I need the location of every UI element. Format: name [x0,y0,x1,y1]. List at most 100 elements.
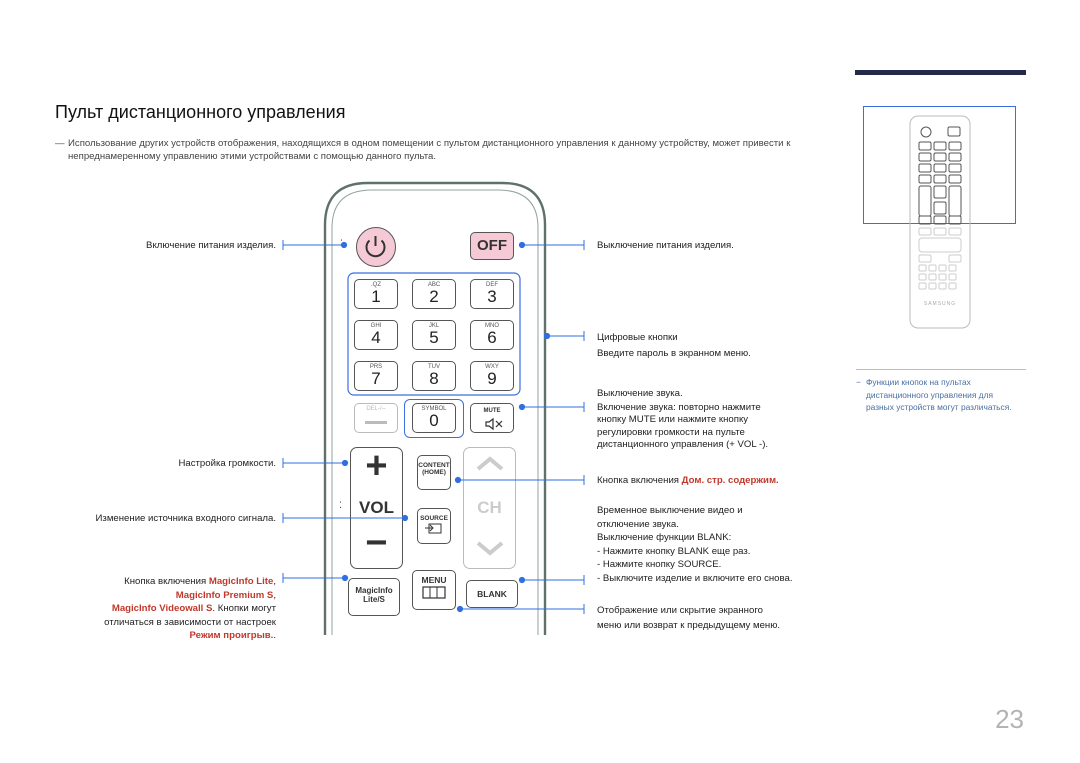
blank-desc-1: Временное выключение видео и [597,505,743,516]
key-8-letters: TUV [428,364,440,370]
magicinfo-comma-1: , [273,576,276,587]
key-8-digit: 8 [429,369,439,388]
ir-dots: ⁚ [340,238,343,248]
key-1-letters: .QZ [371,282,381,288]
blank-button[interactable]: BLANK [466,580,518,608]
mute-desc-4: регулировки громкости на пульте [597,426,745,438]
label-power-off: Выключение питания изделия. [597,240,734,251]
menu-icon [422,586,446,599]
key-4-digit: 4 [371,328,381,347]
magicinfo-lite: MagicInfo Lite [208,576,274,587]
magicinfo-videowall: MagicInfo Videowall S [111,603,213,614]
channel-rocker[interactable]: CH [463,447,516,569]
label-volume: Настройка громкости. [178,458,276,469]
off-button[interactable]: OFF [470,232,514,260]
label-home: Кнопка включения Дом. стр. содержим. [597,474,779,487]
playmode: Режим проигрыв. [189,630,274,641]
label-magicinfo: Кнопка включения MagicInfo Lite, MagicIn… [40,575,276,643]
mute-desc-1: Выключение звука. [597,388,683,399]
side-note-text: Функции кнопок на пультах дистанционного… [866,377,1012,412]
volume-rocker[interactable]: + VOL − [350,445,403,569]
blank-desc-5: - Нажмите кнопку SOURCE. [597,559,722,571]
key-7-letters: PRS [369,364,383,370]
samsung-logo: SAMSUNG [924,301,956,307]
side-separator [856,369,1026,370]
volume-down-icon[interactable]: − [365,522,388,564]
magicinfo-comma-2: , [273,589,276,601]
side-note: − Функции кнопок на пультах дистанционно… [856,376,1016,414]
menu-button[interactable]: MENU [412,570,456,610]
key-3-digit: 3 [487,287,497,306]
power-button[interactable] [356,227,396,267]
playmode-dot: . [273,630,276,641]
label-power-on: Включение питания изделия. [146,240,276,251]
key-5-digit: 5 [429,328,439,347]
mute-label: MUTE [483,408,501,414]
side-note-dash: − [856,377,861,387]
key-1-digit: 1 [371,287,381,306]
mute-desc-2: Включение звука: повторно нажмите [597,402,761,414]
del-button[interactable]: DEL-/-- [354,403,398,433]
symbol-label: SYMBOL [421,406,447,412]
blank-desc-4: - Нажмите кнопку BLANK еще раз. [597,545,751,557]
magicinfo-premium: MagicInfo Premium S [175,589,274,601]
key-6-digit: 6 [487,328,497,347]
key-0-digit: 0 [429,411,439,430]
menu-desc-2: меню или возврат к предыдущему меню. [597,620,781,631]
magicinfo-sub-label: Lite/S [363,595,385,604]
label-source: Изменение источника входного сигнала. [95,513,276,524]
zero-group-outline [404,399,464,438]
magicinfo-rest: . Кнопки могут [212,603,276,614]
label-mute: Выключение звука. Включение звука: повто… [597,388,768,451]
label-blank: Временное выключение видео и отключение … [597,504,793,586]
magicinfo-label: MagicInfo [355,586,393,595]
dash-icon [365,421,387,424]
del-label: DEL-/-- [366,406,386,412]
digits-title: Цифровые кнопки [597,332,678,343]
source-label: SOURCE [420,515,448,522]
magicinfo-prefix: Кнопка включения [124,576,209,587]
key-6-letters: MNO [485,323,499,329]
home-label: (HOME) [422,469,446,476]
key-9-letters: WXY [485,364,499,370]
power-icon [365,236,386,258]
label-menu: Отображение или скрытие экранного меню и… [597,603,780,633]
mute-button[interactable]: MUTE [470,403,514,433]
header-bar [855,70,1026,75]
note-text: Использование других устройств отображен… [68,138,791,162]
page-number: 23 [995,704,1024,734]
note: — Использование других устройств отображ… [55,137,835,163]
vol-label: VOL [359,498,394,517]
blank-desc-2: отключение звука. [597,518,679,530]
blank-desc-3: Выключение функции BLANK: [597,532,732,544]
note-dash: — [55,138,65,149]
source-button[interactable]: SOURCE [417,508,451,544]
key-5-letters: JKL [428,323,440,329]
menu-label: MENU [421,575,447,585]
mute-desc-3: кнопку MUTE или нажмите кнопку [597,414,749,426]
content-home-button[interactable]: CONTENT (HOME) [417,455,451,490]
mute-icon [485,417,503,431]
source-icon [425,523,442,534]
key-9-digit: 9 [487,369,497,388]
remote-thumbnail: SAMSUNG [909,115,971,329]
digits-desc: Введите пароль в экранном меню. [597,348,751,359]
page-title: Пульт дистанционного управления [55,102,346,122]
magicinfo-line4: отличаться в зависимости от настроек [104,616,276,628]
home-prefix: Кнопка включения [597,475,682,486]
ch-label: CH [477,498,502,517]
volume-up-icon[interactable]: + [365,445,388,487]
home-red: Дом. стр. содержим. [681,475,779,486]
magicinfo-button[interactable]: MagicInfo Lite/S [348,578,400,616]
